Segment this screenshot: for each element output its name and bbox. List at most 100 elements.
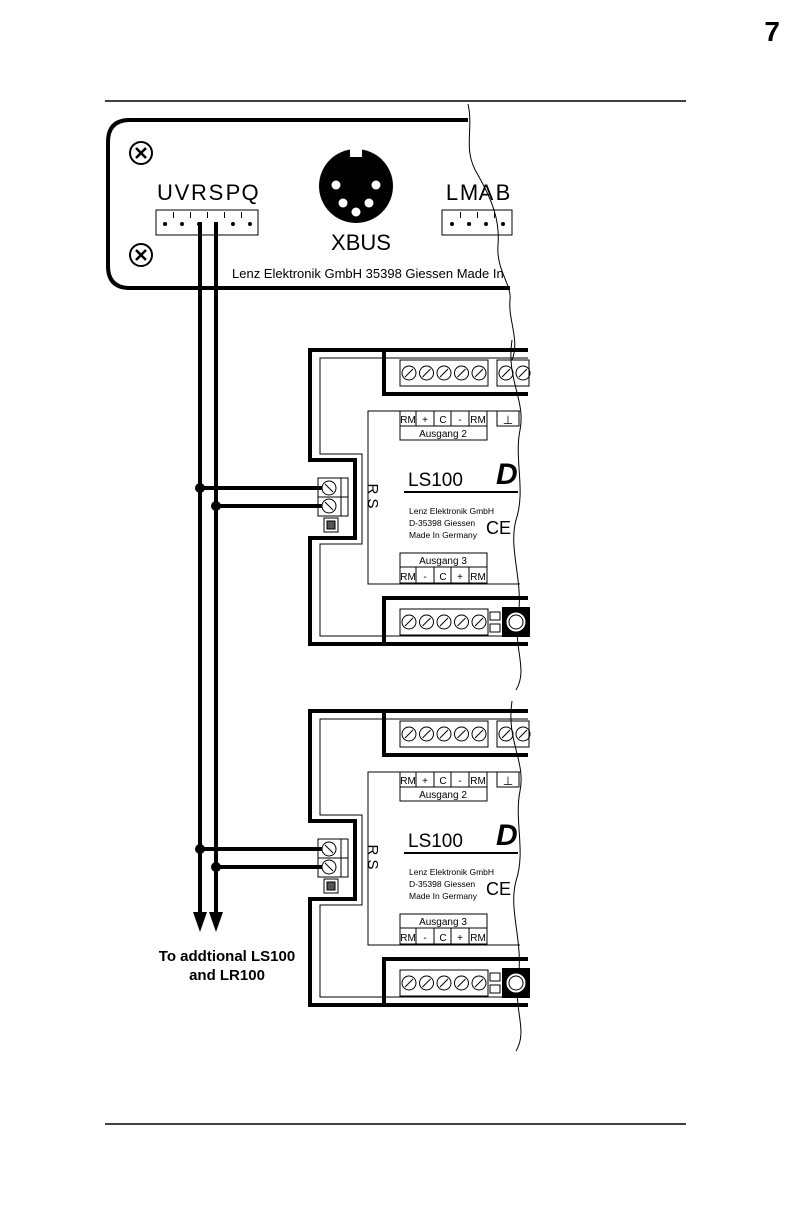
screw-terminal-icon [436,614,452,630]
screw-terminal-icon [436,975,452,991]
maker-line: Lenz Elektronik GmbH [409,867,494,877]
terminal-letter: B [496,180,511,205]
output-label: Ausgang 3 [419,556,467,567]
terminal-label: C [439,415,446,426]
screw-terminal-icon [401,614,417,630]
screw-terminal-icon [454,975,469,991]
panel-torn-edge [467,103,516,361]
ce-mark-icon: CE [486,879,511,899]
maker-line: D-35398 Giessen [409,879,475,889]
junction-dot [211,501,221,511]
bus-wires [193,222,223,932]
bottom-terminal-labels: Ausgang 3RM-C+RM [399,552,488,584]
screw-terminal-icon [515,365,531,381]
brand-letter: D [496,458,518,491]
screw-terminal-icon [436,726,452,742]
screw-terminal-icon [498,726,514,742]
screw-terminal-icon [471,614,487,630]
screw-terminal-icon [454,614,469,630]
module-torn-edge [510,339,522,691]
screw-terminal-icon [471,365,487,381]
junction-dot [195,844,205,854]
module-inner-outline [319,357,528,637]
module-model: LS100 [408,831,463,852]
top-screw-terminals [399,359,531,387]
output-label: Ausgang 2 [419,429,467,440]
panel-outline [106,118,510,290]
bottom-terminal-labels: Ausgang 3RM-C+RM [399,913,488,945]
terminal-label: RM [400,776,416,787]
screw-terminal-icon [419,614,434,630]
screw-icon [129,141,153,165]
led-icon [326,520,336,530]
module-model: LS100 [408,470,463,491]
ce-mark-icon: CE [486,518,511,538]
xbus-label: XBUS [331,230,391,255]
terminal-letter: S [209,180,224,205]
module-inner-outline [319,718,528,998]
arrow-down-icon [193,912,207,932]
terminal-label: RM [400,572,416,583]
arrow-down-icon [209,912,223,932]
left-terminal-block [155,209,259,236]
screw-terminal-icon [471,726,487,742]
caption-line-2: and LR100 [189,967,265,984]
screw-terminal-icon [401,365,417,381]
rs-terminal [317,477,349,533]
screw-terminal-icon [419,365,434,381]
terminal-letter: A [479,180,494,205]
terminal-label: + [457,572,463,583]
page-number: 7 [764,16,780,47]
led-icon [326,881,336,891]
screw-terminal-icon [515,726,531,742]
screw-terminal-icon [419,726,434,742]
terminal-label: - [458,776,461,787]
junction-dot [195,483,205,493]
terminal-letter: M [460,180,478,205]
terminal-label: C [439,572,446,583]
xbus-connector-icon [319,149,393,223]
terminal-letter: V [175,180,190,205]
caption-line-1: To addtional LS100 [159,948,295,965]
terminal-label: + [422,415,428,426]
terminal-label: C [439,933,446,944]
screw-terminal-icon [401,975,417,991]
terminal-label: RM [470,572,486,583]
right-terminal-block [441,209,513,236]
maker-line: Lenz Elektronik GmbH [409,506,494,516]
terminal-label: RM [400,415,416,426]
station-maker-line: Lenz Elektronik GmbH 35398 Giessen Made … [232,266,504,281]
maker-line: Made In Germany [409,891,478,901]
maker-line: Made In Germany [409,530,478,540]
terminal-label: - [423,572,426,583]
terminal-label: RM [400,933,416,944]
terminal-label: + [422,776,428,787]
ground-symbol-icon: ⊥ [503,774,513,788]
terminal-letter: P [226,180,241,205]
screw-terminal-icon [471,975,487,991]
terminal-label: RM [470,933,486,944]
module-housing [308,348,528,646]
maker-line: D-35398 Giessen [409,518,475,528]
screw-terminal-icon [419,975,434,991]
rs-label: R S [364,483,381,508]
rs-terminal [317,838,349,894]
terminal-letter: U [157,180,173,205]
terminal-label: - [423,933,426,944]
output-label: Ausgang 2 [419,790,467,801]
module-torn-edge [510,700,522,1052]
terminal-label: - [458,415,461,426]
terminal-letter: L [446,180,458,205]
screw-icon [129,243,153,267]
brand-letter: D [496,819,518,852]
terminal-label: RM [470,776,486,787]
rs-label: R S [364,844,381,869]
top-screw-terminals [399,720,531,748]
bottom-screw-terminals [399,607,530,637]
screw-terminal-icon [498,365,514,381]
